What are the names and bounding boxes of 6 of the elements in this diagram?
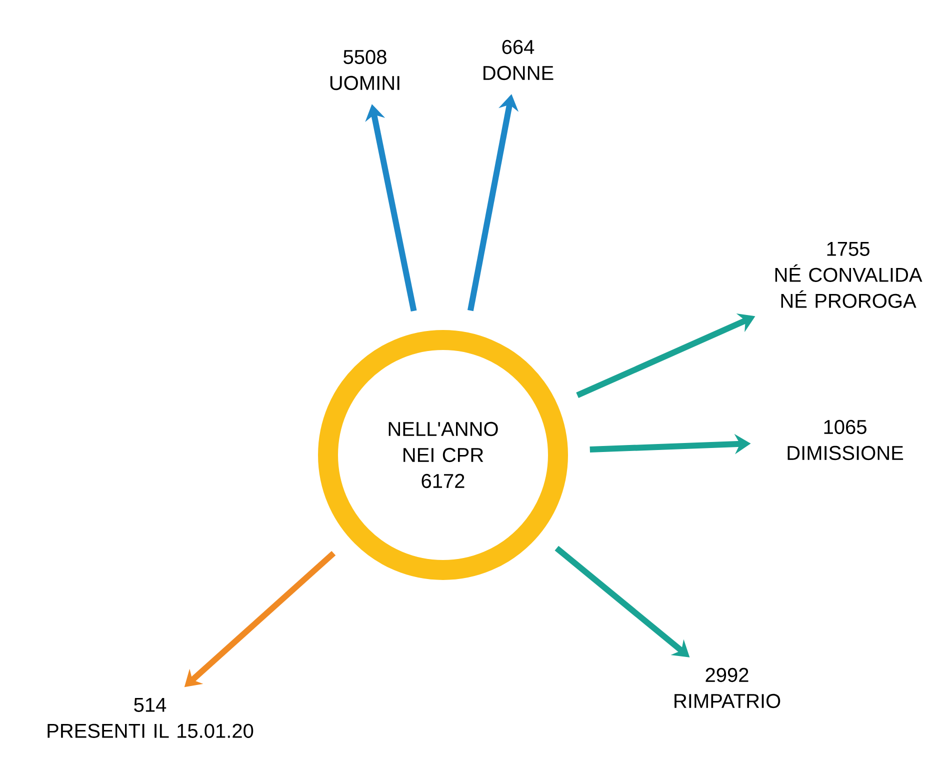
label-text: 1065 DIMISSIONE: [788, 420, 904, 460]
label-text: 2992 RIMPATRIO: [674, 668, 780, 708]
label-text: 5508 UOMINI: [330, 50, 400, 90]
label-text: 664 DONNE: [484, 40, 554, 80]
label-text: 514 PRESENTI IL 15.01.20: [48, 698, 254, 738]
label-text: 1755 NÉ CONVALIDA NÉ PROROGA: [775, 242, 922, 308]
